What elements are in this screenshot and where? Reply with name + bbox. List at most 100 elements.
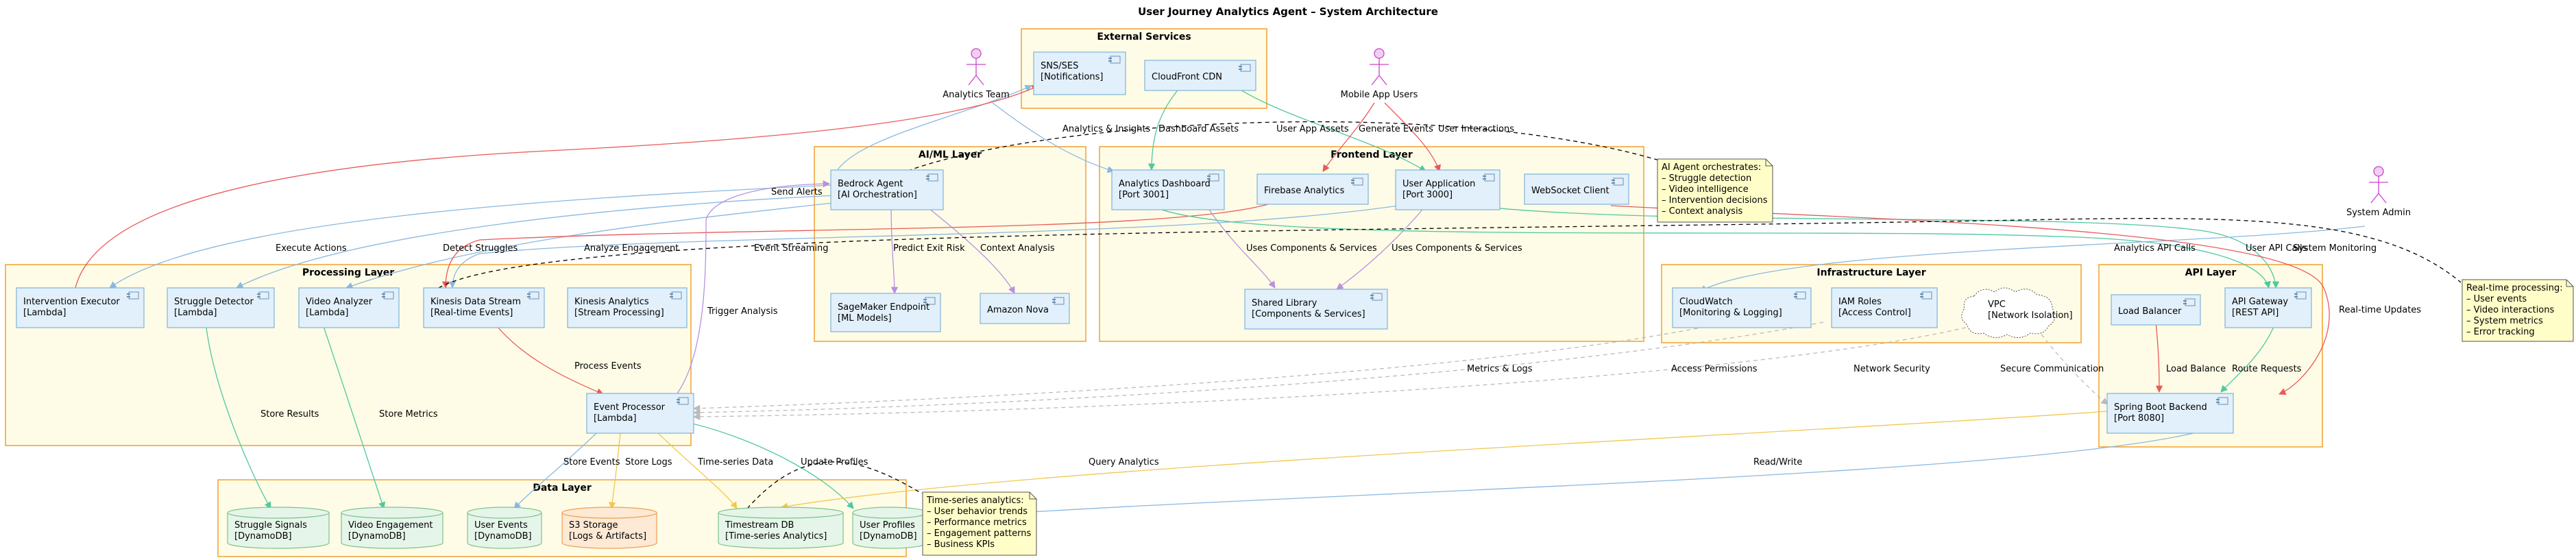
note-line: – Video intelligence [1662, 184, 1749, 195]
edge-label: Execute Actions [276, 243, 347, 254]
actor-label: Analytics Team [943, 90, 1010, 100]
component-icon [1351, 178, 1363, 186]
component-icon [926, 173, 938, 182]
component-video[interactable]: Video Analyzer[Lambda] [298, 287, 400, 328]
component-lb[interactable]: Load Balancer [2111, 294, 2201, 326]
component-db-struggle[interactable]: Struggle Signals[DynamoDB] [227, 507, 330, 549]
component-db-profiles[interactable]: User Profiles[DynamoDB] [852, 507, 927, 549]
edge-label: Trigger Analysis [707, 306, 778, 317]
edge-route-requests [2220, 321, 2276, 393]
component-userapp[interactable]: User Application[Port 3000] [1395, 169, 1500, 210]
component-icon [257, 291, 269, 300]
component-intervention[interactable]: Intervention Executor[Lambda] [16, 287, 145, 328]
component-label: [Lambda] [174, 308, 217, 318]
component-iam[interactable]: IAM Roles[Access Control] [1831, 287, 1938, 328]
edge-label: Detect Struggles [443, 243, 518, 254]
component-apigw[interactable]: API Gateway[REST API] [2224, 287, 2312, 328]
actor-label: Mobile App Users [1341, 90, 1418, 100]
component-icon [1239, 64, 1251, 72]
component-sns[interactable]: SNS/SES[Notifications] [1033, 51, 1126, 95]
component-struggle[interactable]: Struggle Detector[Lambda] [167, 287, 275, 328]
edges [75, 80, 2462, 524]
component-icon [1920, 291, 1932, 300]
edge-label: Uses Components & Services [1246, 243, 1377, 254]
notes: AI Agent orchestrates:– Struggle detecti… [922, 158, 2574, 556]
component-vpc[interactable]: VPC[Network Isolation] [1961, 287, 2073, 338]
component-websocket[interactable]: WebSocket Client [1524, 173, 1629, 205]
component-cloudfront[interactable]: CloudFront CDN [1144, 60, 1256, 91]
note-line: – User events [2466, 294, 2527, 304]
edge-label: Real-time Updates [2339, 305, 2421, 315]
component-label: Video Analyzer [306, 297, 373, 307]
component-db-events[interactable]: User Events[DynamoDB] [467, 507, 542, 549]
edge-user-app-assets [1226, 80, 1426, 172]
component-icon [1612, 178, 1624, 186]
component-firebase[interactable]: Firebase Analytics [1256, 173, 1369, 205]
edge-detect-struggles [236, 195, 837, 289]
component-nova[interactable]: Amazon Nova [980, 293, 1070, 324]
edge-update-profiles [692, 423, 854, 509]
component-icon [677, 397, 689, 405]
note-line: – Business KPIs [927, 539, 995, 550]
component-timestream[interactable]: Timestream DB[Time-series Analytics] [718, 507, 844, 549]
note-line: – User behavior trends [927, 507, 1028, 517]
component-label: Kinesis Analytics [574, 297, 649, 307]
component-cloudwatch[interactable]: CloudWatch[Monitoring & Logging] [1672, 287, 1812, 328]
component-label: User Events [474, 520, 528, 531]
component-label: Struggle Signals [234, 520, 307, 531]
component-label: Load Balancer [2118, 306, 2182, 317]
edge-label: Network Security [1854, 364, 1930, 374]
component-label: [Real-time Events] [430, 308, 513, 318]
actor-analytics-team [967, 48, 986, 86]
edge-secure-communication [2032, 321, 2109, 405]
component-label: [Stream Processing] [574, 308, 664, 318]
component-icon [127, 291, 139, 300]
component-label: [Network Isolation] [1988, 311, 2073, 321]
component-label: Shared Library [1252, 298, 1317, 308]
component-label: Spring Boot Backend [2114, 402, 2207, 413]
component-label: Bedrock Agent [838, 179, 903, 189]
edge-label: Query Analytics [1089, 457, 1159, 467]
component-label: WebSocket Client [1531, 186, 1609, 196]
component-label: [AI Orchestration] [838, 190, 917, 200]
component-s3[interactable]: S3 Storage[Logs & Artifacts] [561, 507, 657, 549]
component-label: [Notifications] [1041, 72, 1104, 82]
edge-process-events [493, 321, 604, 395]
component-icon [1794, 291, 1806, 300]
component-label: Kinesis Data Stream [430, 297, 521, 307]
component-label: SageMaker Endpoint [838, 302, 929, 313]
component-label: SNS/SES [1041, 61, 1078, 71]
component-label: [DynamoDB] [474, 531, 532, 541]
edge-system-monitoring [1699, 226, 2366, 292]
actor-mobile-app-users [1370, 48, 1389, 86]
component-label: Firebase Analytics [1264, 186, 1345, 196]
edge-label: Store Metrics [379, 409, 438, 419]
edge-label: Analytics API Calls [2114, 243, 2196, 254]
actor-system-admin [2369, 166, 2388, 204]
component-bedrock[interactable]: Bedrock Agent[AI Orchestration] [830, 169, 944, 210]
component-shared[interactable]: Shared Library[Components & Services] [1244, 289, 1388, 330]
edge-label: Send Alerts [771, 187, 823, 197]
component-icon [1483, 173, 1495, 182]
component-sagemaker[interactable]: SageMaker Endpoint[ML Models] [830, 293, 941, 332]
group-title: Infrastructure Layer [1816, 267, 1925, 278]
component-springboot[interactable]: Spring Boot Backend[Port 8080] [2106, 393, 2234, 434]
component-label: IAM Roles [1838, 297, 1882, 307]
note-line: – Engagement patterns [927, 528, 1031, 539]
edge-label: System Monitoring [2293, 243, 2377, 254]
edge-uses-components-2 [1336, 205, 1426, 290]
component-icon [527, 291, 539, 300]
component-icon [1052, 297, 1065, 305]
component-event-processor[interactable]: Event Processor[Lambda] [586, 393, 694, 434]
edge-store-logs [609, 433, 621, 510]
component-kinesis-stream[interactable]: Kinesis Data Stream[Real-time Events] [423, 287, 545, 328]
component-db-video[interactable]: Video Engagement[DynamoDB] [341, 507, 443, 549]
edge-label: Read/Write [1753, 457, 1802, 467]
edge-context-analysis [925, 205, 1015, 294]
component-dashboard[interactable]: Analytics Dashboard[Port 3001] [1111, 169, 1225, 210]
component-label: [Monitoring & Logging] [1679, 308, 1782, 318]
edge-analytics-api-calls [1151, 205, 2271, 289]
edge-read-write [900, 433, 2194, 524]
component-kinesis-analytics[interactable]: Kinesis Analytics[Stream Processing] [567, 287, 688, 328]
